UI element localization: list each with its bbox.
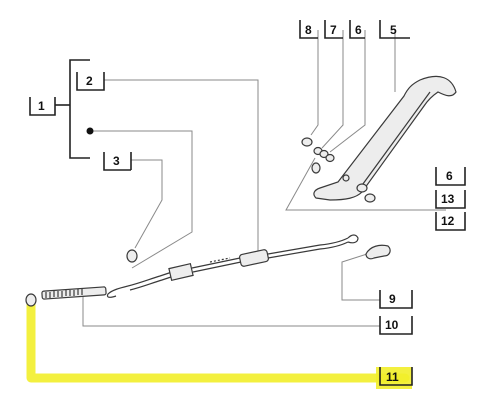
label-10: 10 (385, 318, 399, 332)
label-6-top: 6 (355, 23, 362, 37)
cable-assembly (106, 234, 359, 298)
nut-part-11 (25, 293, 37, 307)
label-5: 5 (390, 23, 397, 37)
label-6-right: 6 (446, 169, 453, 183)
nut-part-3 (126, 249, 138, 263)
hardware-parts (301, 137, 376, 203)
highlight-part-11 (26, 300, 412, 389)
label-13: 13 (441, 192, 455, 206)
label-9: 9 (389, 292, 396, 306)
label-7: 7 (330, 23, 337, 37)
marker-dot (86, 127, 94, 135)
leader-lines (82, 30, 446, 327)
label-frames (29, 20, 466, 386)
label-1: 1 (38, 99, 45, 113)
stand-part-5 (313, 75, 457, 201)
group-bracket-1 (55, 59, 90, 159)
label-8: 8 (305, 23, 312, 37)
clip-part-9 (365, 244, 391, 260)
label-11: 11 (386, 370, 399, 384)
threaded-rod-part-10 (41, 286, 107, 300)
label-2: 2 (86, 74, 93, 88)
label-12: 12 (441, 214, 455, 228)
label-3: 3 (113, 154, 120, 168)
callout-labels: 1 2 3 8 7 6 5 6 13 12 9 10 11 (38, 23, 455, 384)
